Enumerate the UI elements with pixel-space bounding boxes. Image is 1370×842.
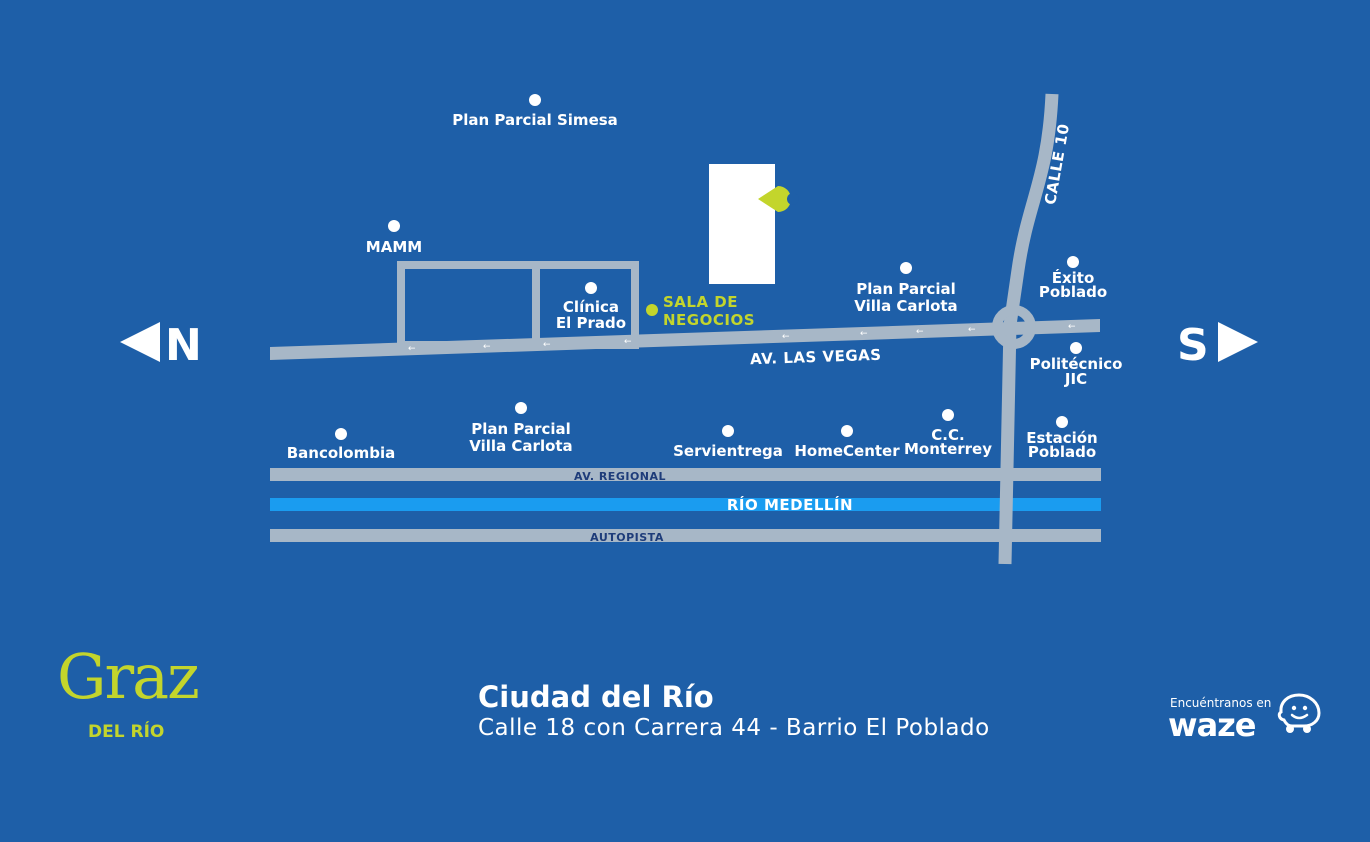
waze-tagline[interactable]: Encuéntranos en: [1170, 696, 1272, 710]
label-av-regional: AV. REGIONAL: [574, 470, 666, 483]
svg-text:←: ←: [782, 332, 790, 342]
svg-text:←: ←: [968, 325, 976, 335]
label-politecnico-1: Politécnico: [1030, 355, 1123, 373]
label-servientrega: Servientrega: [673, 442, 783, 460]
label-rio-medellin: RÍO MEDELLÍN: [727, 495, 853, 514]
label-simesa: Plan Parcial Simesa: [452, 111, 618, 129]
label-cc-1: C.C.: [931, 426, 964, 444]
south-label: S: [1177, 320, 1209, 371]
label-autopista: AUTOPISTA: [590, 531, 664, 544]
road-calle-10: [998, 93, 1059, 565]
label-exito-2: Poblado: [1039, 283, 1107, 301]
svg-text:←: ←: [916, 327, 924, 337]
label-politecnico-2: JIC: [1064, 370, 1087, 388]
label-clinica-1: Clínica: [563, 298, 619, 316]
roundabout: [992, 305, 1036, 349]
road-av-las-vegas: [270, 319, 1100, 360]
svg-text:←: ←: [1068, 322, 1076, 332]
label-bancolombia: Bancolombia: [287, 444, 396, 462]
river-medellin: [270, 498, 1101, 511]
waze-icon[interactable]: [1276, 692, 1322, 734]
label-av-las-vegas: AV. LAS VEGAS: [750, 346, 882, 369]
label-villa-norte-2: Villa Carlota: [854, 297, 957, 315]
road-autopista: [270, 529, 1101, 542]
label-cc-2: Monterrey: [904, 440, 992, 458]
road-av-regional: [270, 468, 1101, 481]
label-exito-1: Éxito: [1052, 268, 1095, 287]
footer-title: Ciudad del Río: [478, 680, 714, 714]
svg-text:←: ←: [483, 342, 491, 352]
graz-logo: Graz: [57, 640, 200, 713]
label-villa-sur-1: Plan Parcial: [471, 420, 571, 438]
label-villa-sur-2: Villa Carlota: [469, 437, 572, 455]
south-arrow-icon: [1218, 322, 1258, 362]
waze-wordmark[interactable]: waze: [1168, 706, 1256, 744]
label-clinica-2: El Prado: [556, 314, 626, 332]
label-mamm: MAMM: [366, 238, 422, 256]
svg-text:←: ←: [860, 329, 868, 339]
footer-address: Calle 18 con Carrera 44 - Barrio El Pobl…: [478, 715, 990, 741]
label-villa-norte-1: Plan Parcial: [856, 280, 956, 298]
label-estacion-2: Poblado: [1028, 443, 1096, 461]
label-sala-2[interactable]: NEGOCIOS: [663, 311, 755, 329]
location-pin-icon[interactable]: [758, 186, 799, 212]
north-arrow-icon: [120, 322, 160, 362]
svg-text:←: ←: [543, 340, 551, 350]
graz-logo-sub: DEL RÍO: [88, 722, 165, 742]
north-label: N: [165, 320, 202, 371]
svg-text:←: ←: [408, 344, 416, 354]
label-homecenter: HomeCenter: [794, 442, 900, 460]
label-estacion-1: Estación: [1026, 429, 1097, 447]
road-loop-outer: [397, 261, 639, 349]
svg-text:←: ←: [624, 337, 632, 347]
traffic-arrows: ← ← ← ← ← ← ← ← ←: [408, 322, 1076, 354]
building-block: [709, 164, 775, 284]
label-sala-1[interactable]: SALA DE: [663, 293, 738, 311]
sala-dot: [646, 304, 658, 316]
place-dots: [335, 94, 1082, 440]
